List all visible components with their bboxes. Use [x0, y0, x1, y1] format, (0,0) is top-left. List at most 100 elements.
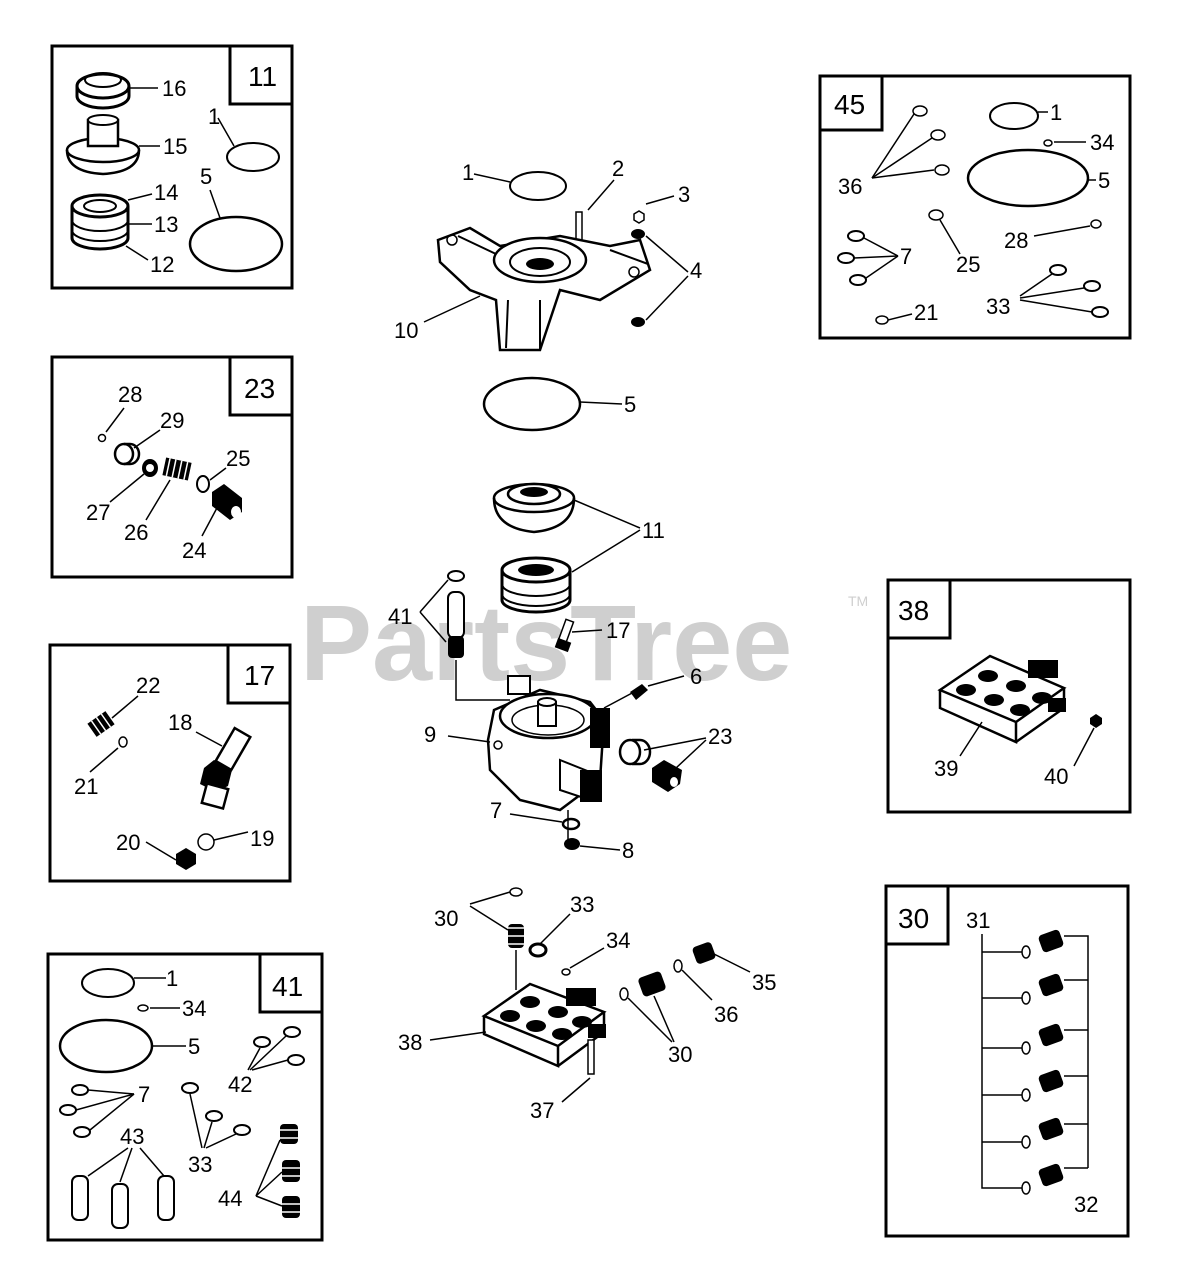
label-40: 40 [1044, 764, 1068, 789]
o-ring-icon [1083, 280, 1101, 292]
o-ring-icon [934, 164, 950, 176]
label-12: 12 [150, 252, 174, 277]
o-ring-icon [97, 433, 107, 443]
o-ring-icon [912, 105, 928, 117]
spring-icon [448, 636, 464, 658]
label-5: 5 [1098, 168, 1110, 193]
label-26: 26 [124, 520, 148, 545]
label-main-1: 1 [462, 160, 474, 185]
o-ring-icon [196, 475, 210, 493]
o-ring-icon [561, 817, 581, 831]
o-ring-icon [205, 1110, 223, 1122]
label-39: 39 [934, 756, 958, 781]
o-ring-icon [71, 1084, 89, 1096]
label-1: 1 [208, 104, 220, 129]
label-main-30a: 30 [434, 906, 458, 931]
kit-23-box[interactable]: 23 28 29 25 27 26 24 [50, 355, 294, 579]
screw-icon [587, 1039, 595, 1075]
label-main-8: 8 [622, 838, 634, 863]
o-ring-icon [81, 968, 135, 998]
label-main-33: 33 [570, 892, 594, 917]
label-22: 22 [136, 673, 160, 698]
small-o-ring-icon [1043, 139, 1053, 147]
label-main-5: 5 [624, 392, 636, 417]
label-main-9: 9 [424, 722, 436, 747]
manifold-head-icon [481, 982, 607, 1068]
label-21: 21 [914, 300, 938, 325]
kit-45-box[interactable]: 45 1 34 5 36 25 28 7 33 [818, 74, 1132, 340]
plug-icon [1090, 714, 1102, 728]
o-ring-icon [619, 987, 629, 1001]
label-main-6: 6 [690, 664, 702, 689]
label-main-7: 7 [490, 798, 502, 823]
washer-icon [631, 229, 645, 239]
label-1: 1 [166, 966, 178, 991]
seal-assembly-icon [492, 482, 576, 614]
o-ring-icon [875, 315, 889, 325]
injector-icon [554, 618, 575, 653]
label-28: 28 [118, 382, 142, 407]
check-valve-icon [618, 738, 682, 792]
o-ring-icon [233, 1124, 251, 1136]
label-33: 33 [188, 1152, 212, 1177]
label-main-30b: 30 [668, 1042, 692, 1067]
label-main-2: 2 [612, 156, 624, 181]
watermark: PartsTree TM [300, 582, 868, 703]
kit-41-box[interactable]: 41 1 34 5 42 7 33 43 [46, 952, 324, 1242]
kit-30-box[interactable]: 30 31 32 [884, 884, 1130, 1238]
kit-23-number: 23 [244, 373, 275, 404]
label-main-23: 23 [708, 724, 732, 749]
o-ring-icon [181, 1082, 199, 1094]
label-16: 16 [162, 76, 186, 101]
spring-icon [638, 971, 666, 997]
large-o-ring-icon [188, 215, 284, 273]
kit-38-box[interactable]: 38 39 40 [886, 578, 1132, 814]
o-ring-icon [989, 102, 1039, 130]
label-31: 31 [966, 908, 990, 933]
injector-fitting-icon [200, 726, 253, 811]
label-main-37: 37 [530, 1098, 554, 1123]
spring-icon [162, 457, 192, 481]
plunger-pin-icon [447, 591, 465, 639]
valve-spring-set-icon [1021, 929, 1064, 1195]
label-main-34: 34 [606, 928, 630, 953]
o-ring-icon [837, 252, 855, 264]
plug-screw-icon [87, 711, 115, 737]
label-7: 7 [138, 1082, 150, 1107]
watermark-trademark: TM [848, 593, 868, 609]
small-o-ring-icon [561, 968, 571, 976]
spring-icon [280, 1124, 300, 1218]
label-5: 5 [188, 1034, 200, 1059]
kit-30-number: 30 [898, 903, 929, 934]
large-o-ring-icon [966, 148, 1090, 208]
cap-icon [176, 848, 196, 870]
o-ring-icon [928, 209, 944, 221]
label-main-38: 38 [398, 1030, 422, 1055]
o-ring-icon [253, 1036, 271, 1048]
label-7: 7 [900, 244, 912, 269]
label-34: 34 [182, 996, 206, 1021]
label-main-4: 4 [690, 258, 702, 283]
o-ring-icon [1090, 219, 1102, 229]
ball-icon [197, 833, 215, 851]
kit-17-number: 17 [244, 660, 275, 691]
label-13: 13 [154, 212, 178, 237]
packing-holder-icon [65, 114, 141, 176]
valve-cap-icon [113, 442, 141, 466]
label-20: 20 [116, 830, 140, 855]
plunger-pin-icon [71, 1175, 175, 1229]
label-1: 1 [1050, 100, 1062, 125]
o-ring-icon [226, 142, 280, 172]
kit-17-box[interactable]: 17 22 21 18 19 20 [48, 643, 292, 883]
label-21: 21 [74, 774, 98, 799]
o-ring-icon [287, 1054, 305, 1066]
kit-11-box[interactable]: 11 16 15 14 13 12 [50, 44, 294, 290]
o-ring-icon [849, 274, 867, 286]
label-33: 33 [986, 294, 1010, 319]
o-ring-icon [59, 1104, 77, 1116]
o-ring-icon [1049, 264, 1067, 276]
kit-11-number: 11 [248, 61, 277, 92]
o-ring-icon [930, 129, 946, 141]
label-32: 32 [1074, 1192, 1098, 1217]
kit-45-number: 45 [834, 89, 865, 120]
